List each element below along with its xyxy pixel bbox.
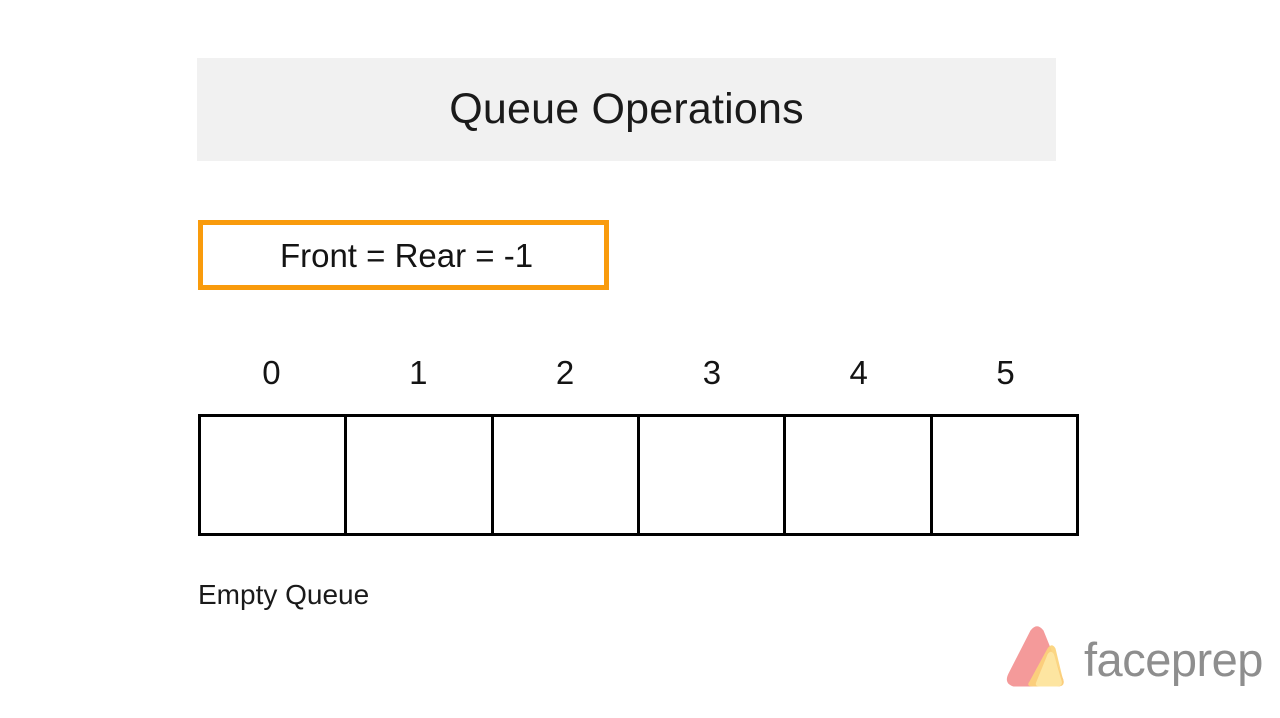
pointer-status-label: Front = Rear = -1 <box>279 236 534 274</box>
queue-cell-4 <box>786 417 933 533</box>
queue-index-5: 5 <box>996 353 1015 391</box>
queue-cell-3 <box>639 417 787 533</box>
queue-index-1: 1 <box>409 353 428 391</box>
queue-cell-0 <box>201 417 348 533</box>
faceprep-wordmark: faceprep <box>1084 632 1263 686</box>
brand-logo: faceprep <box>1000 622 1263 696</box>
queue-index-0: 0 <box>262 353 281 391</box>
queue-index-4: 4 <box>849 353 868 391</box>
queue-cell-5 <box>932 417 1076 533</box>
queue-array <box>198 414 1079 536</box>
queue-index-3: 3 <box>702 353 722 391</box>
queue-cell-1 <box>347 417 494 533</box>
title-banner: Queue Operations <box>197 58 1056 161</box>
queue-index-2: 2 <box>555 353 575 391</box>
faceprep-triangle-icon <box>1000 624 1074 694</box>
queue-cell-2 <box>493 417 640 533</box>
queue-state-caption: Empty Queue <box>198 579 370 610</box>
pointer-status-box: Front = Rear = -1 <box>198 220 609 290</box>
queue-index-row: 0 1 2 3 4 5 <box>198 348 1079 396</box>
page-title: Queue Operations <box>449 85 804 133</box>
